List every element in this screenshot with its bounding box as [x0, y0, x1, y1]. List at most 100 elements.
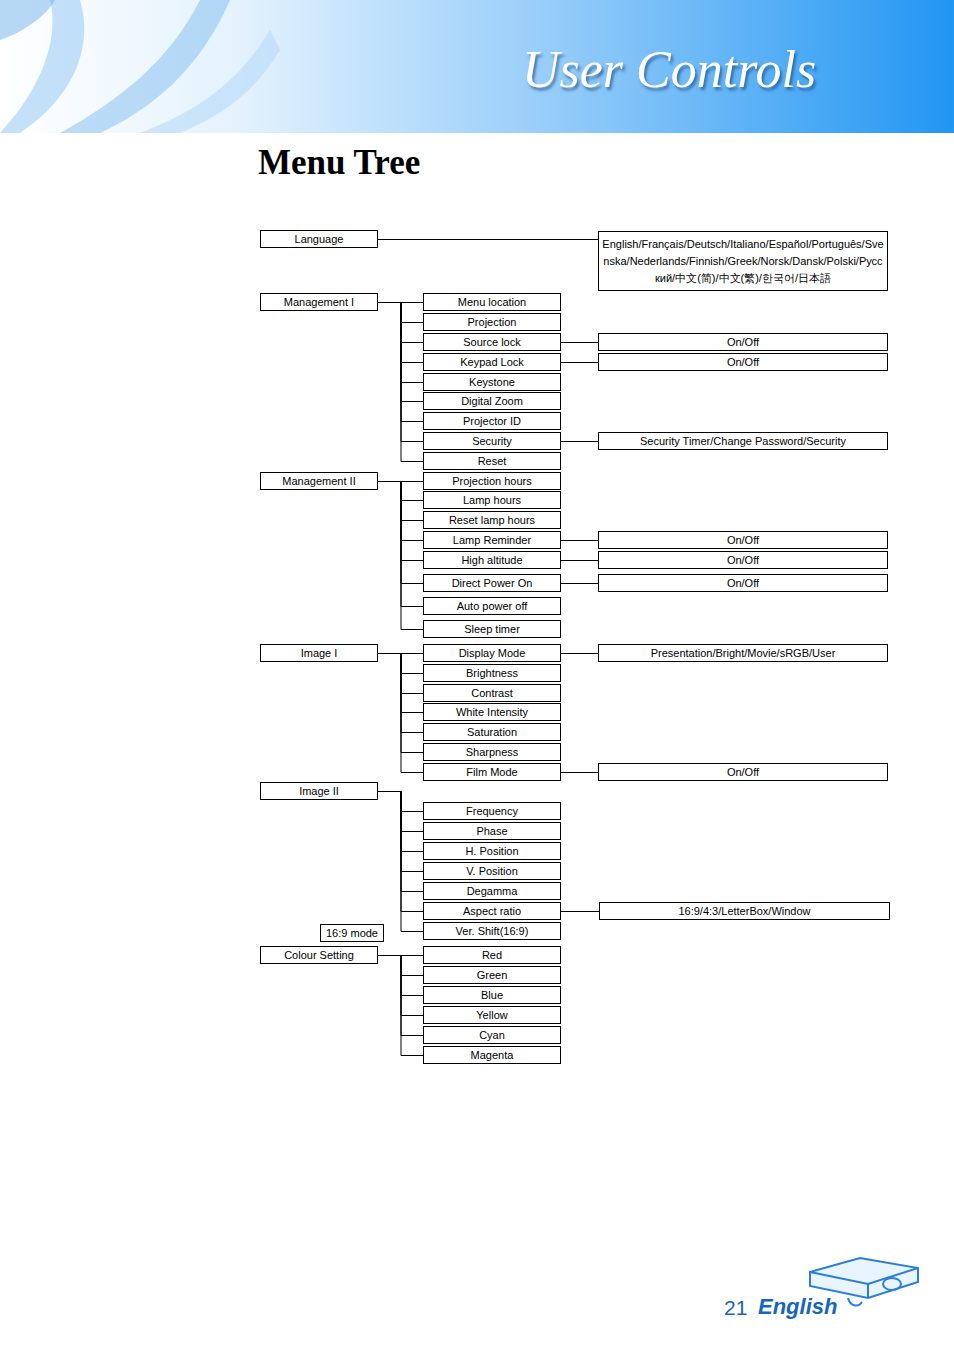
tree-connector: [378, 654, 423, 773]
menu-box: Source lock: [423, 333, 561, 351]
menu-text: Degamma: [464, 883, 521, 899]
menu-box: Frequency: [423, 802, 561, 820]
menu-box: On/Off: [598, 353, 888, 371]
menu-box: Security Timer/Change Password/Security: [598, 432, 888, 450]
menu-box: Green: [423, 966, 561, 984]
menu-text: Sharpness: [463, 744, 522, 760]
menu-box: 16:9 mode: [320, 924, 384, 942]
menu-text: Security: [469, 433, 515, 449]
menu-box: On/Off: [598, 531, 888, 549]
menu-box: Auto power off: [423, 597, 561, 615]
menu-text: Security Timer/Change Password/Security: [637, 433, 849, 449]
menu-box: Language: [260, 230, 378, 248]
tree-connector: [378, 792, 423, 932]
menu-box: Keypad Lock: [423, 353, 561, 371]
menu-box: Projector ID: [423, 412, 561, 430]
menu-box: Contrast: [423, 684, 561, 702]
menu-box: Projection: [423, 313, 561, 331]
menu-text: H. Position: [462, 843, 521, 859]
menu-box: Presentation/Bright/Movie/sRGB/User: [598, 644, 888, 662]
menu-text: On/Off: [724, 354, 762, 370]
language-label: English: [758, 1294, 837, 1320]
menu-box: On/Off: [598, 333, 888, 351]
menu-text: Projection hours: [449, 473, 535, 489]
tree-connector: [561, 583, 598, 584]
menu-box: Phase: [423, 822, 561, 840]
menu-box: H. Position: [423, 842, 561, 860]
menu-text: Lamp Reminder: [450, 532, 534, 548]
menu-text: Display Mode: [456, 645, 529, 661]
menu-box: English/Français/Deutsch/Italiano/Españo…: [598, 231, 888, 291]
menu-text: Image I: [298, 645, 341, 661]
menu-text: Red: [479, 947, 505, 963]
menu-box: White Intensity: [423, 703, 561, 721]
menu-text: 16:9 mode: [323, 925, 381, 941]
menu-text: Blue: [478, 987, 506, 1003]
menu-text: Management I: [281, 294, 357, 310]
menu-box: Image II: [260, 782, 378, 800]
menu-box: V. Position: [423, 862, 561, 880]
menu-box: Sleep timer: [423, 620, 561, 638]
menu-box: Film Mode: [423, 763, 561, 781]
menu-box: Lamp Reminder: [423, 531, 561, 549]
page-number: 21: [724, 1296, 747, 1320]
menu-text: Green: [474, 967, 511, 983]
menu-text: Direct Power On: [449, 575, 536, 591]
tree-connector: [561, 362, 598, 363]
menu-box: Management I: [260, 293, 378, 311]
menu-box: Aspect ratio: [423, 902, 561, 920]
menu-box: Projection hours: [423, 472, 561, 490]
menu-box: On/Off: [598, 763, 888, 781]
tree-connector: [561, 653, 598, 654]
menu-text: Saturation: [464, 724, 520, 740]
tree-connector: [561, 772, 598, 773]
menu-text: Source lock: [460, 334, 523, 350]
menu-box: High altitude: [423, 551, 561, 569]
menu-box: Reset lamp hours: [423, 511, 561, 529]
menu-text: Digital Zoom: [458, 393, 526, 409]
menu-text: Colour Setting: [281, 947, 357, 963]
menu-text: Management II: [279, 473, 358, 489]
menu-box: Magenta: [423, 1046, 561, 1064]
menu-text: 16:9/4:3/LetterBox/Window: [675, 903, 813, 919]
tree-connector: [561, 540, 598, 541]
menu-box: Sharpness: [423, 743, 561, 761]
menu-box: Reset: [423, 452, 561, 470]
menu-text: English/Français/Deutsch/Italiano/Españo…: [599, 236, 887, 287]
menu-text: V. Position: [463, 863, 521, 879]
menu-text: Presentation/Bright/Movie/sRGB/User: [648, 645, 839, 661]
header-text: User Controls: [522, 40, 816, 99]
menu-box: Keystone: [423, 373, 561, 391]
tree-connector: [378, 956, 423, 1056]
menu-text: Projection: [465, 314, 520, 330]
menu-box: Saturation: [423, 723, 561, 741]
tree-connector: [561, 560, 598, 561]
menu-box: On/Off: [598, 551, 888, 569]
menu-text: Language: [292, 231, 347, 247]
menu-text: Keypad Lock: [457, 354, 527, 370]
tree-connector: [561, 911, 599, 912]
menu-text: On/Off: [724, 334, 762, 350]
menu-text: Image II: [296, 783, 342, 799]
menu-text: Auto power off: [454, 598, 531, 614]
tree-connector: [561, 441, 598, 442]
menu-text: Menu location: [455, 294, 530, 310]
menu-text: Yellow: [473, 1007, 510, 1023]
menu-box: Yellow: [423, 1006, 561, 1024]
menu-text: White Intensity: [453, 704, 531, 720]
menu-text: Film Mode: [463, 764, 520, 780]
menu-box: Image I: [260, 644, 378, 662]
tree-connector: [378, 239, 598, 240]
menu-text: Keystone: [466, 374, 518, 390]
menu-box: Brightness: [423, 664, 561, 682]
menu-box: Cyan: [423, 1026, 561, 1044]
menu-text: On/Off: [724, 532, 762, 548]
menu-text: Sleep timer: [461, 621, 523, 637]
menu-box: Direct Power On: [423, 574, 561, 592]
menu-text: Reset lamp hours: [446, 512, 538, 528]
menu-box: Digital Zoom: [423, 392, 561, 410]
tree-connector: [378, 303, 423, 462]
menu-text: Cyan: [476, 1027, 508, 1043]
menu-box: Display Mode: [423, 644, 561, 662]
